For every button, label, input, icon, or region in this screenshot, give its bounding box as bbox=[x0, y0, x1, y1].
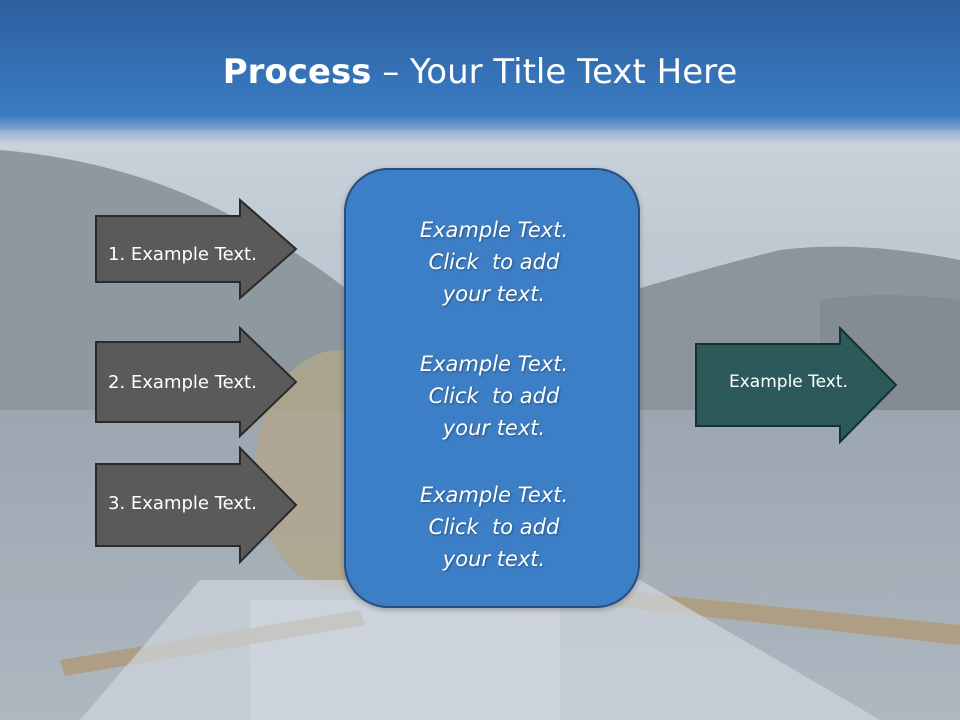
right-arrow-label: Example Text. bbox=[729, 372, 848, 392]
left-arrow-2-label: 2. Example Text. bbox=[108, 372, 257, 393]
title-bold: Process bbox=[222, 52, 372, 92]
center-paragraph-3-line-3: your text. bbox=[442, 547, 546, 571]
right-arrow[interactable] bbox=[694, 326, 900, 444]
title-rest: – Your Title Text Here bbox=[371, 52, 738, 92]
center-paragraph-3-line-1: Example Text. bbox=[419, 483, 569, 507]
left-arrow-3[interactable] bbox=[94, 446, 300, 564]
left-arrow-1[interactable] bbox=[94, 198, 300, 300]
center-paragraph-2-line-1: Example Text. bbox=[419, 352, 569, 376]
center-paragraph-2-line-2: Click to add bbox=[428, 384, 560, 408]
left-arrow-1-label: 1. Example Text. bbox=[108, 244, 257, 265]
left-arrow-3-label: 3. Example Text. bbox=[108, 493, 257, 514]
center-paragraph-1-line-2: Click to add bbox=[428, 250, 560, 274]
center-text-box[interactable]: Example Text. Click to add your text. Ex… bbox=[344, 168, 640, 608]
left-arrow-2[interactable] bbox=[94, 326, 300, 438]
center-paragraph-2-line-3: your text. bbox=[442, 416, 546, 440]
center-paragraph-3-line-2: Click to add bbox=[428, 515, 560, 539]
center-paragraph-2: Example Text. Click to add your text. bbox=[346, 348, 642, 444]
page-title: Process – Your Title Text Here bbox=[0, 52, 960, 92]
center-paragraph-1: Example Text. Click to add your text. bbox=[346, 214, 642, 310]
center-paragraph-1-line-3: your text. bbox=[442, 282, 546, 306]
center-paragraph-3: Example Text. Click to add your text. bbox=[346, 479, 642, 575]
center-paragraph-1-line-1: Example Text. bbox=[419, 218, 569, 242]
